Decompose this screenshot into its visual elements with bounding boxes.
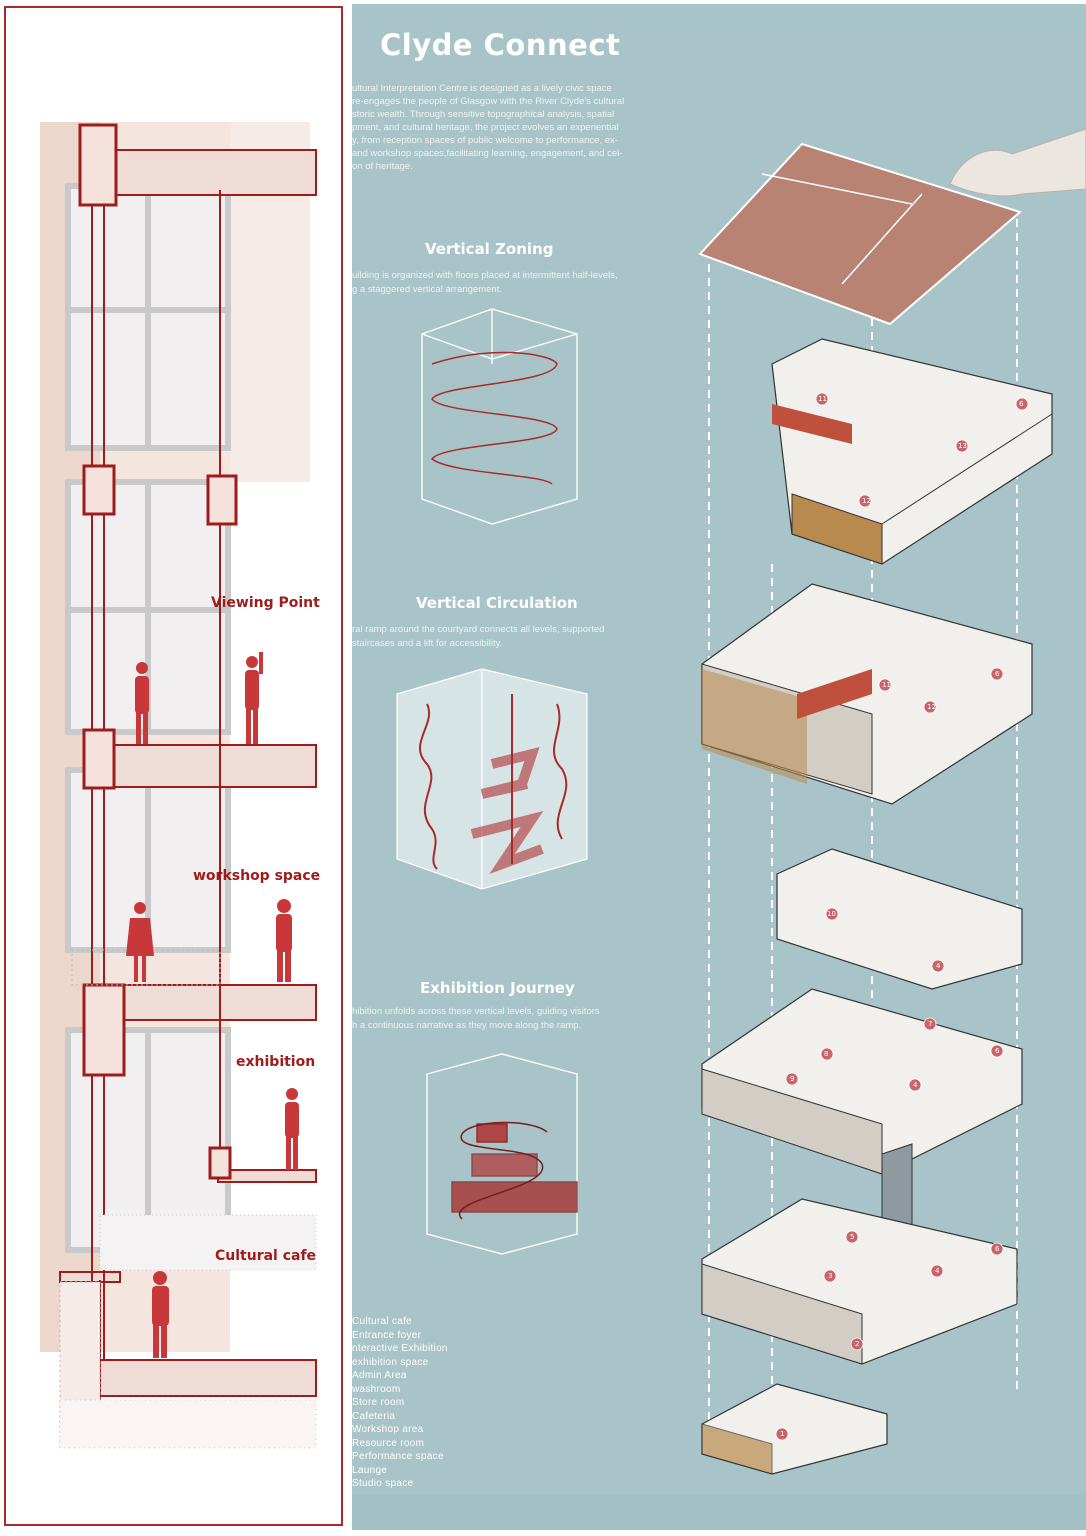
vertical-zoning-desc-2: g a staggered vertical arrangement. — [352, 284, 502, 295]
exhibition-sketch — [426, 1053, 578, 1255]
vertical-zoning-desc-1: uilding is organized with floors placed … — [352, 270, 618, 281]
intro-line-4: pment, and cultural heritage, the projec… — [352, 122, 619, 133]
vertical-zoning-heading: Vertical Zoning — [425, 240, 554, 258]
zoning-sketch — [421, 308, 578, 525]
human-figures — [126, 652, 299, 1358]
axonometric-drawings — [352, 128, 1086, 1530]
ground-pattern — [59, 1399, 317, 1449]
page-title: Clyde Connect — [380, 28, 621, 62]
wall-section-drawing — [40, 122, 317, 1449]
level-second — [701, 583, 1033, 805]
vertical-circulation-heading: Vertical Circulation — [416, 594, 578, 612]
legend-item: washroom — [352, 1384, 401, 1395]
legend-item: nteractive Exhibition — [352, 1343, 448, 1354]
intro-line-2: re-engages the people of Glasgow with th… — [352, 96, 625, 107]
section-frame — [4, 6, 343, 1526]
label-exhibition: exhibition — [236, 1054, 316, 1070]
vertical-circulation-desc-1: ral ramp around the courtyard connects a… — [352, 624, 605, 635]
intro-line-1: ultural Interpretation Centre is designe… — [352, 83, 612, 94]
circulation-sketch — [396, 668, 588, 890]
column-brackets — [78, 123, 238, 1180]
level-fourth — [701, 988, 1023, 1265]
intro-line-5: y, from reception spaces of public welco… — [352, 135, 618, 146]
level-third — [776, 848, 1023, 990]
vertical-circulation-desc-2: staircases and a lift for accessibility. — [352, 638, 503, 649]
exhibition-journey-heading: Exhibition Journey — [420, 979, 575, 997]
label-cultural-cafe: Cultural cafe — [215, 1248, 317, 1264]
figure-cafe — [152, 1271, 169, 1358]
legend-item: Cultural cafe — [352, 1316, 413, 1327]
figure-workshop-1 — [126, 902, 154, 982]
cafe-screen — [99, 1214, 317, 1271]
roof-plane — [698, 142, 1023, 326]
legend-item: Store room — [352, 1397, 405, 1408]
figure-workshop-2 — [276, 899, 292, 982]
window-grid-upper — [65, 183, 231, 451]
intro-line-7: on of heritage. — [352, 161, 413, 172]
room-markers — [775, 392, 1029, 1441]
legend-item: Cafeteria — [352, 1411, 396, 1422]
legend-item: Resource room — [352, 1438, 425, 1449]
legend-item: exhibition space — [352, 1357, 429, 1368]
figure-exhibition — [285, 1088, 299, 1170]
legend-item: Launge — [352, 1465, 388, 1476]
ground-texture — [352, 1494, 1086, 1530]
intro-line-6: and workshop spaces,facilitating learnin… — [352, 148, 623, 159]
concept-panel — [352, 4, 1086, 1530]
figure-viewing-2 — [245, 652, 263, 744]
level-ground — [701, 1383, 888, 1475]
label-workshop-space: workshop space — [193, 868, 321, 884]
exhibition-journey-desc-1: hibition unfolds across these vertical l… — [352, 1006, 600, 1017]
legend-item: Studio space — [352, 1478, 414, 1489]
wall-section-panel — [0, 0, 352, 1536]
level-top — [771, 338, 1053, 565]
legend-item: Performance space — [352, 1451, 444, 1462]
hand-illustration — [949, 128, 1086, 197]
floor-slabs — [59, 149, 317, 1397]
balustrade-hatch — [71, 949, 221, 986]
intro-line-3: storic wealth. Through sensitive topogra… — [352, 109, 615, 120]
legend-item: Workshop area — [352, 1424, 424, 1435]
legend-item: Entrance foyer — [352, 1330, 422, 1341]
figure-viewing-1 — [135, 662, 149, 744]
exhibition-journey-desc-2: h a continuous narrative as they move al… — [352, 1020, 582, 1031]
level-fifth — [701, 1198, 1018, 1365]
legend-item: Admin Area — [352, 1370, 407, 1381]
label-viewing-point: Viewing Point — [211, 595, 320, 611]
